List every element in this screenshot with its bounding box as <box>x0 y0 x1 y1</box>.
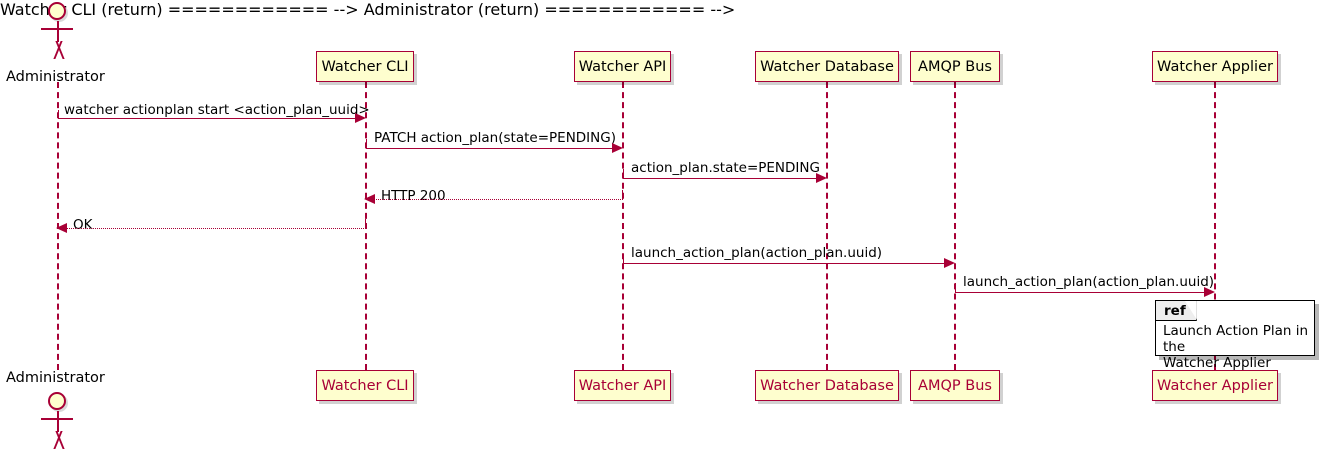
message-4-label: HTTP 200 <box>381 188 446 204</box>
actor-body-icon <box>57 411 59 432</box>
actor-arms-icon <box>41 418 73 420</box>
participant-watcher-database-top[interactable]: Watcher Database <box>755 51 899 82</box>
message-1-stub <box>58 110 59 118</box>
message-3-arrowhead <box>816 173 827 183</box>
lifeline-watcher-cli <box>365 82 367 370</box>
participant-watcher-applier-top[interactable]: Watcher Applier <box>1152 51 1278 82</box>
message-7-line <box>955 292 1205 293</box>
message-1-line <box>58 118 356 119</box>
participant-label: Watcher API <box>578 58 667 75</box>
actor-arms-icon <box>41 28 73 30</box>
message-7-label: launch_action_plan(action_plan.uuid) <box>963 274 1215 290</box>
ref-fragment: ref Launch Action Plan in the Watcher Ap… <box>1155 300 1315 371</box>
message-3-line <box>623 178 817 179</box>
ref-fragment-line-2: Watcher Applier <box>1163 355 1271 371</box>
message-3-stub <box>623 169 624 178</box>
actor-head-icon <box>48 392 66 410</box>
message-6-label: launch_action_plan(action_plan.uuid) <box>631 245 883 261</box>
participant-label: Watcher Applier <box>1157 377 1273 394</box>
message-2-line <box>366 148 613 149</box>
participant-watcher-database-bottom[interactable]: Watcher Database <box>755 370 899 401</box>
lifeline-amqp-bus <box>954 82 956 370</box>
actor-administrator-top <box>35 2 81 60</box>
message-2-stub <box>366 139 367 148</box>
participant-label: Watcher Applier <box>1157 58 1273 75</box>
message-5-stub <box>365 219 366 228</box>
message-6-arrowhead <box>944 258 955 268</box>
lifeline-watcher-database <box>826 82 828 370</box>
participant-label: Watcher Database <box>760 377 894 394</box>
participant-label: AMQP Bus <box>918 58 992 75</box>
participant-watcher-applier-bottom[interactable]: Watcher Applier <box>1152 370 1278 401</box>
message-4-line <box>374 199 623 200</box>
message-1-label: watcher actionplan start <action_plan_uu… <box>64 102 370 118</box>
participant-label: Watcher Database <box>760 58 894 75</box>
message-2-arrowhead <box>612 143 623 153</box>
message-4-arrowhead <box>364 194 375 204</box>
actor-administrator-bottom <box>35 392 81 450</box>
participant-watcher-cli-top[interactable]: Watcher CLI <box>316 51 414 82</box>
participant-amqp-bus-bottom[interactable]: AMQP Bus <box>910 370 1000 401</box>
ref-fragment-keyword: ref <box>1156 301 1197 321</box>
lifeline-watcher-api <box>622 82 624 370</box>
participant-watcher-api-top[interactable]: Watcher API <box>574 51 671 82</box>
actor-label-top: Administrator <box>6 69 105 85</box>
message-7-arrowhead <box>1204 287 1215 297</box>
lifeline-watcher-applier <box>1214 82 1216 370</box>
message-7-stub <box>955 283 956 292</box>
message-5-arrowhead <box>56 223 67 233</box>
message-2-label: PATCH action_plan(state=PENDING) <box>374 130 616 146</box>
message-5-line <box>66 228 366 229</box>
ref-fragment-line-1: Launch Action Plan in the <box>1163 323 1309 355</box>
message-3-label: action_plan.state=PENDING <box>631 160 820 176</box>
message-1-arrowhead <box>355 113 366 123</box>
message-5-label: OK <box>73 217 93 233</box>
participant-label: Watcher CLI <box>321 377 409 394</box>
message-4-stub <box>622 190 623 199</box>
message-6-line <box>623 263 945 264</box>
message-6-stub <box>623 254 624 263</box>
participant-watcher-api-bottom[interactable]: Watcher API <box>574 370 671 401</box>
participant-label: Watcher API <box>578 377 667 394</box>
participant-amqp-bus-top[interactable]: AMQP Bus <box>910 51 1000 82</box>
participant-watcher-cli-bottom[interactable]: Watcher CLI <box>316 370 414 401</box>
participant-label: AMQP Bus <box>918 377 992 394</box>
participant-label: Watcher CLI <box>321 58 409 75</box>
actor-head-icon <box>48 2 66 20</box>
actor-body-icon <box>57 21 59 42</box>
actor-label-bottom: Administrator <box>6 370 105 386</box>
ref-fragment-text: Launch Action Plan in the Watcher Applie… <box>1163 323 1314 371</box>
